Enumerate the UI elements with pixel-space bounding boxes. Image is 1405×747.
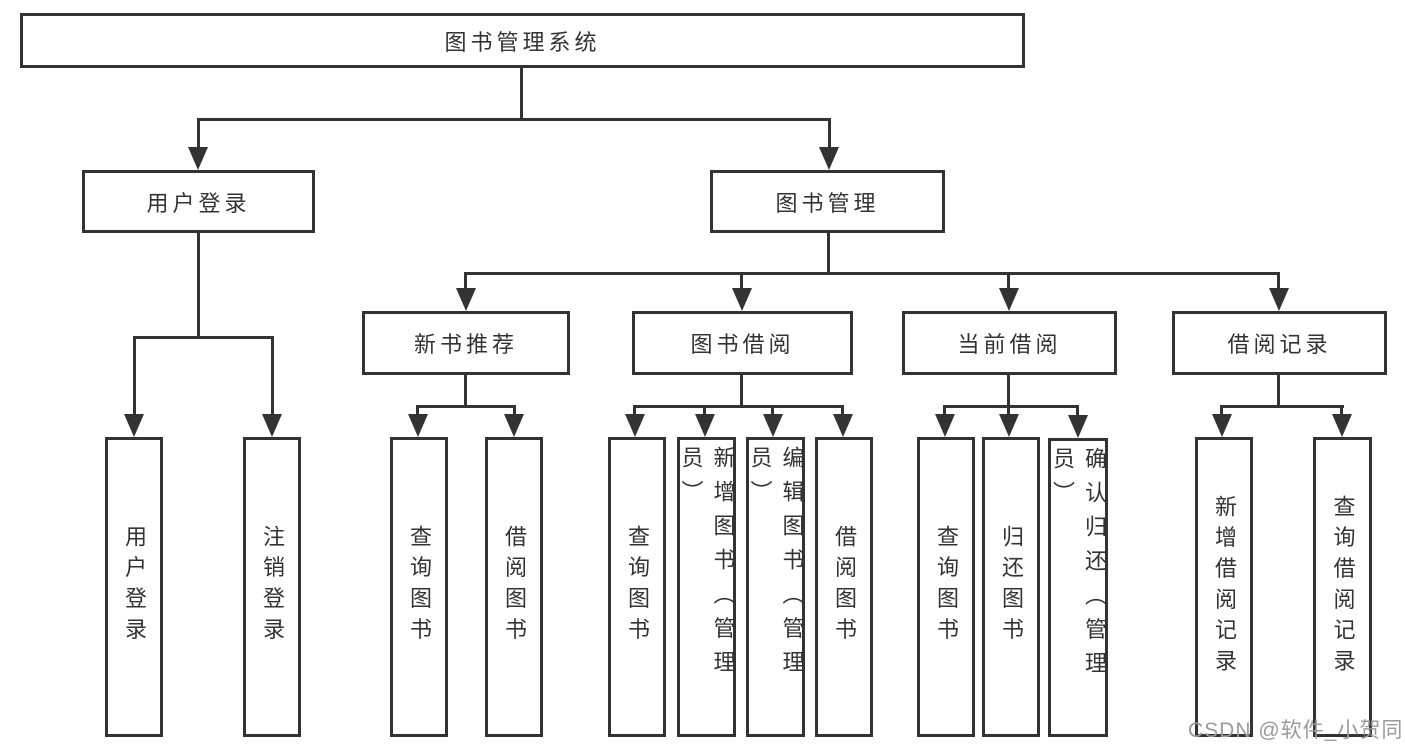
arrowhead-down bbox=[408, 414, 428, 437]
arrowhead-down bbox=[695, 414, 715, 437]
connector-line bbox=[520, 68, 523, 121]
arrowhead-down bbox=[124, 414, 144, 437]
connector-line bbox=[703, 405, 706, 417]
arrowhead-down bbox=[833, 414, 853, 437]
node-borrow-record: 借阅记录 bbox=[1172, 311, 1387, 375]
connector-line bbox=[416, 405, 419, 417]
node-query-borrow-record: 查询借阅记录 bbox=[1313, 437, 1372, 737]
connector-line bbox=[771, 405, 774, 417]
connector-line bbox=[633, 405, 636, 417]
connector-line bbox=[464, 272, 1280, 275]
connector-line bbox=[1277, 375, 1280, 408]
arrowhead-down bbox=[1269, 288, 1289, 311]
arrowhead-down bbox=[763, 414, 783, 437]
node-edit-books-admin: 编辑图书（管理员） bbox=[746, 437, 805, 737]
node-logout-leaf: 注销登录 bbox=[243, 437, 301, 737]
arrowhead-down bbox=[262, 414, 282, 437]
node-user-login-branch: 用户登录 bbox=[82, 170, 315, 233]
csdn-watermark: CSDN @软件_小贺同学 bbox=[1188, 719, 1404, 742]
node-book-management-branch: 图书管理 bbox=[710, 170, 945, 233]
connector-line bbox=[1007, 272, 1010, 292]
connector-line bbox=[197, 118, 831, 121]
connector-line bbox=[841, 405, 844, 417]
connector-line bbox=[1007, 405, 1010, 417]
node-confirm-return-admin: 确认归还（管理员） bbox=[1048, 438, 1108, 737]
arrowhead-down bbox=[1212, 414, 1232, 437]
node-borrow-books-recommend: 借阅图书 bbox=[485, 437, 543, 737]
connector-line bbox=[1340, 405, 1343, 417]
node-book-borrow: 图书借阅 bbox=[632, 311, 853, 375]
node-return-books: 归还图书 bbox=[982, 437, 1040, 737]
node-add-books-admin: 新增图书（管理员） bbox=[677, 437, 736, 737]
connector-line bbox=[633, 405, 844, 408]
arrowhead-down bbox=[1068, 415, 1088, 438]
node-query-books-recommend: 查询图书 bbox=[390, 437, 448, 737]
connector-line bbox=[827, 233, 830, 275]
connector-line bbox=[416, 405, 516, 408]
connector-line bbox=[464, 375, 467, 408]
arrowhead-down bbox=[935, 414, 955, 437]
connector-line bbox=[1007, 375, 1010, 408]
arrowhead-down bbox=[732, 288, 752, 311]
connector-line bbox=[513, 405, 516, 417]
connector-line bbox=[464, 272, 467, 292]
arrowhead-down bbox=[999, 414, 1019, 437]
connector-line bbox=[1076, 405, 1079, 417]
connector-line bbox=[740, 375, 743, 408]
connector-line bbox=[1277, 272, 1280, 292]
connector-line bbox=[943, 405, 946, 417]
connector-line bbox=[197, 118, 200, 150]
arrowhead-down bbox=[188, 147, 208, 170]
connector-line bbox=[943, 405, 1079, 408]
connector-line bbox=[828, 118, 831, 150]
node-add-borrow-record: 新增借阅记录 bbox=[1195, 437, 1253, 737]
connector-line bbox=[1220, 405, 1344, 408]
arrowhead-down bbox=[819, 147, 839, 170]
node-borrow-books: 借阅图书 bbox=[815, 437, 873, 737]
connector-line bbox=[740, 272, 743, 292]
arrowhead-down bbox=[504, 414, 524, 437]
arrowhead-down bbox=[1332, 414, 1352, 437]
node-query-books-current: 查询图书 bbox=[917, 437, 975, 737]
node-user-login-leaf: 用户登录 bbox=[105, 437, 163, 737]
arrowhead-down bbox=[625, 414, 645, 437]
connector-line bbox=[271, 336, 274, 416]
node-new-book-recommend: 新书推荐 bbox=[362, 311, 570, 375]
node-current-borrow: 当前借阅 bbox=[902, 311, 1117, 375]
arrowhead-down bbox=[999, 288, 1019, 311]
arrowhead-down bbox=[456, 288, 476, 311]
node-library-management-system: 图书管理系统 bbox=[20, 13, 1025, 68]
connector-line bbox=[1220, 405, 1223, 417]
connector-line bbox=[133, 336, 274, 339]
connector-line bbox=[133, 336, 136, 416]
connector-line bbox=[197, 233, 200, 339]
node-query-books-borrow: 查询图书 bbox=[608, 437, 666, 737]
